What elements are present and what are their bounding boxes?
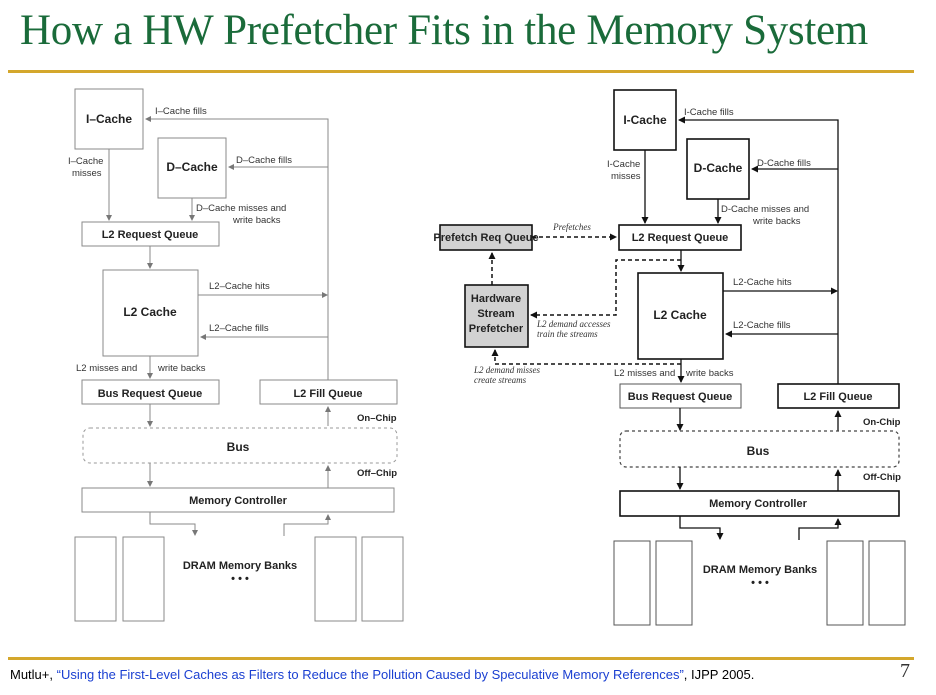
left-l2-request-queue-label: L2 Request Queue: [102, 229, 199, 241]
title-divider: [8, 70, 914, 73]
left-bus-box: [82, 427, 398, 464]
right-dram-ellipsis: • • •: [751, 577, 769, 589]
right-icache-fills-label: I-Cache fills: [684, 107, 734, 118]
left-l2-misses-label: L2 misses and: [76, 363, 137, 374]
left-dcache-misses-label-1: D–Cache misses and: [196, 203, 286, 214]
left-icache-label: I–Cache: [86, 112, 132, 126]
right-diagram: I-Cache D-Cache I-Cache fills D-Cache fi…: [433, 89, 906, 626]
left-icache-fill-path: [145, 116, 329, 384]
left-dcache-fills-label: D–Cache fills: [236, 155, 292, 166]
right-create-label-1: L2 demand misses: [473, 365, 540, 375]
right-dram-to-mc-path: [798, 518, 842, 540]
left-dcache-label: D–Cache: [166, 160, 218, 174]
slide-title: How a HW Prefetcher Fits in the Memory S…: [20, 7, 868, 54]
right-l2-fills-label: L2-Cache fills: [733, 320, 791, 331]
right-memory-controller-box: [619, 490, 900, 517]
right-bus-request-queue-box: [619, 383, 742, 409]
right-write-backs-label: write backs: [685, 368, 734, 379]
right-icache-misses-label-1: I-Cache: [607, 159, 640, 170]
left-l2-hits-label: L2–Cache hits: [209, 281, 270, 292]
right-dcache-misses-label-1: D-Cache misses and: [721, 204, 809, 215]
left-write-backs-label: write backs: [157, 363, 206, 374]
left-l2-cache-label: L2 Cache: [123, 305, 177, 319]
right-l2-cache-box: [637, 272, 724, 360]
right-create-label-2: create streams: [474, 375, 527, 385]
left-memory-controller-label: Memory Controller: [189, 495, 288, 507]
left-mc-to-dram-path: [149, 512, 198, 536]
left-icache-misses-label-1: I–Cache: [68, 156, 103, 167]
left-l2-cache-box: [102, 269, 199, 357]
right-train-label-1: L2 demand accesses: [536, 319, 611, 329]
right-dcache-fills-label: D-Cache fills: [757, 158, 811, 169]
right-icache-misses-label-2: misses: [611, 171, 641, 182]
left-dram-bank: [314, 536, 357, 622]
left-dcache-misses-label-2: write backs: [232, 215, 281, 226]
right-train-streams-path: [530, 259, 681, 319]
citation-venue: , IJPP 2005.: [683, 667, 755, 682]
left-on-chip-label: On–Chip: [357, 413, 397, 424]
right-l2-request-queue-label: L2 Request Queue: [632, 232, 729, 244]
left-dram-ellipsis: • • •: [231, 573, 249, 585]
left-l2-fills-label: L2–Cache fills: [209, 323, 269, 334]
right-icache-fill-path: [678, 116, 839, 385]
right-l2-fill-queue-label: L2 Fill Queue: [803, 391, 872, 403]
left-diagram: I–Cache D–Cache I–Cache fills D–Cache fi…: [68, 88, 404, 622]
right-dram-bank: [826, 540, 864, 626]
right-dcache-box: [686, 138, 750, 200]
right-l2-cache-label: L2 Cache: [653, 308, 707, 322]
right-train-label-2: train the streams: [537, 329, 598, 339]
right-prefetch-req-queue-label: Prefetch Req Queue: [433, 232, 538, 244]
right-dcache-label: D-Cache: [694, 161, 743, 175]
left-memory-controller-box: [81, 487, 395, 513]
right-hw-prefetcher-label-3: Prefetcher: [469, 323, 524, 335]
right-dram-bank: [613, 540, 651, 626]
right-hw-prefetcher-label-1: Hardware: [471, 293, 521, 305]
right-l2-request-queue-box: [618, 224, 742, 251]
left-dram-bank: [361, 536, 404, 622]
right-l2-hits-label: L2-Cache hits: [733, 277, 792, 288]
left-dram-bank: [122, 536, 165, 622]
left-icache-fills-label: I–Cache fills: [155, 106, 207, 117]
citation-authors: Mutlu+,: [10, 667, 57, 682]
right-bus-label: Bus: [747, 444, 770, 458]
right-hw-stream-prefetcher-box: [464, 284, 529, 348]
right-on-chip-label: On-Chip: [863, 417, 901, 428]
right-mc-to-dram-path: [679, 516, 724, 540]
right-icache-label: I-Cache: [623, 113, 667, 127]
left-l2-fill-queue-label: L2 Fill Queue: [293, 388, 362, 400]
right-hw-prefetcher-label-2: Stream: [477, 308, 515, 320]
left-icache-box: [74, 88, 144, 150]
right-dram-bank: [655, 540, 693, 626]
left-bus-request-queue-box: [81, 379, 220, 405]
left-off-chip-label: Off–Chip: [357, 468, 397, 479]
page-number: 7: [900, 660, 910, 682]
citation-link[interactable]: “Using the First-Level Caches as Filters…: [56, 667, 684, 682]
footer-divider: [8, 657, 914, 660]
right-prefetches-label: Prefetches: [552, 222, 591, 232]
right-memory-controller-label: Memory Controller: [709, 498, 808, 510]
left-bus-request-queue-label: Bus Request Queue: [98, 388, 203, 400]
right-l2-fill-queue-box: [777, 383, 900, 409]
right-bus-box: [619, 430, 900, 468]
left-dram-bank: [74, 536, 117, 622]
left-dram-label: DRAM Memory Banks: [183, 560, 297, 572]
left-l2-fill-queue-box: [259, 379, 398, 405]
left-dram-to-mc-path: [283, 514, 331, 536]
left-icache-misses-label-2: misses: [72, 168, 102, 179]
right-dram-bank: [868, 540, 906, 626]
right-dram-label: DRAM Memory Banks: [703, 564, 817, 576]
right-dcache-misses-label-2: write backs: [752, 216, 801, 227]
right-off-chip-label: Off-Chip: [863, 472, 901, 483]
right-prefetch-req-queue-box: [439, 224, 533, 251]
right-create-streams-path: [491, 349, 681, 365]
footer-citation: Mutlu+, “Using the First-Level Caches as…: [10, 667, 754, 682]
right-bus-request-queue-label: Bus Request Queue: [628, 391, 733, 403]
left-dcache-box: [157, 137, 227, 199]
right-l2-misses-label: L2 misses and: [614, 368, 675, 379]
left-bus-label: Bus: [227, 440, 250, 454]
